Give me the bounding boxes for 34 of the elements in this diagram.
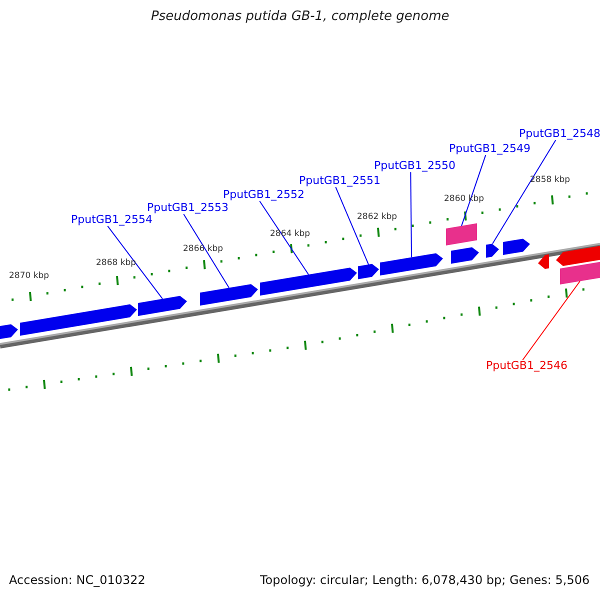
leader-line (107, 226, 163, 300)
gene-feature (260, 268, 357, 296)
gene-feature (358, 264, 379, 280)
gene-feature (486, 244, 499, 258)
gene-feature (138, 296, 187, 316)
gene-label: PputGB1_2554 (71, 214, 152, 226)
gene-label: PputGB1_2552 (223, 189, 304, 202)
gene-label: PputGB1_2548 (519, 128, 600, 140)
leader-line (461, 154, 486, 226)
title: Pseudomonas putida GB-1, complete genome (151, 10, 450, 24)
gene-feature (446, 223, 477, 246)
gene-feature (503, 238, 530, 255)
scale-label: 2868 kbp (96, 259, 136, 268)
footer-text: Accession: NC_010322 (9, 574, 146, 588)
gene-label: PputGB1_2551 (299, 175, 380, 188)
leader-line (259, 200, 309, 275)
gene-label: PputGB1_2550 (374, 160, 456, 172)
gene-feature (20, 304, 137, 336)
leader-line (410, 172, 412, 258)
gene-label: PputGB1_2549 (449, 143, 530, 156)
gene-feature (451, 247, 479, 264)
scale-label: 2858 kbp (530, 176, 570, 186)
gene-feature (538, 254, 549, 269)
leader-line (492, 140, 556, 244)
scale-label: 2866 kbp (183, 245, 224, 254)
scale-label: 2870 kbp (9, 272, 50, 282)
scale-label: 2862 kbp (357, 213, 398, 222)
leader-line (335, 186, 369, 265)
leader-line (183, 214, 230, 288)
leader-line (522, 280, 580, 360)
gene-label: PputGB1_2546 (486, 360, 568, 372)
footer-text: Topology: circular; Length: 6,078,430 bp; Genes: 5,506 (260, 574, 590, 588)
gene-label: PputGB1_2553 (147, 202, 228, 214)
gene-feature (200, 284, 258, 306)
